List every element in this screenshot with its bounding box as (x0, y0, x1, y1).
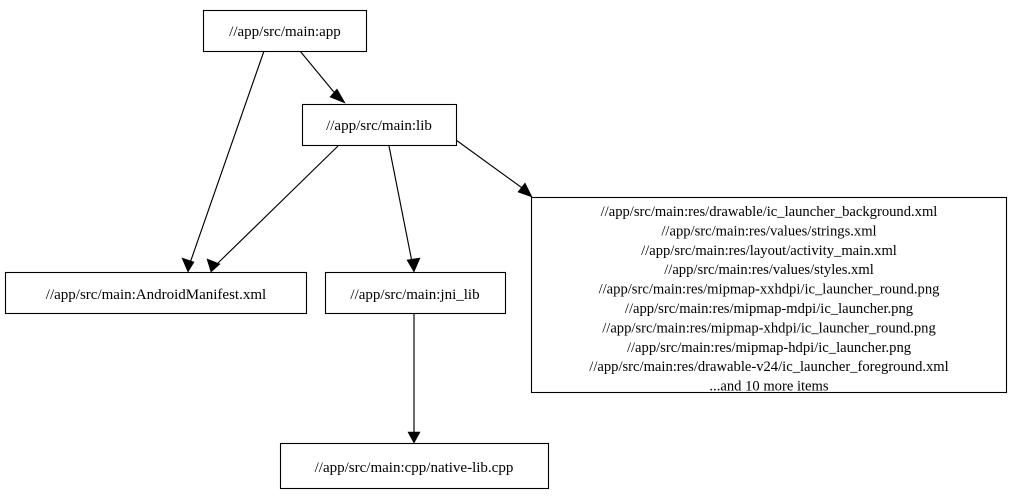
node-native-lib-cpp[interactable]: //app/src/main:cpp/native-lib.cpp (279, 442, 550, 490)
res-group-line-9: //app/src/main:res/drawable-v24/ic_launc… (589, 359, 948, 375)
res-group-line-3: //app/src/main:res/layout/activity_main.… (641, 243, 897, 259)
edge-app-to-lib (299, 50, 346, 104)
arrowhead-lib-to-res-group (517, 182, 533, 198)
edge-lib-to-res-group (455, 139, 533, 198)
edge-line-app-to-lib (299, 50, 339, 98)
edge-app-to-manifest (181, 50, 265, 273)
arrowhead-lib-to-manifest (206, 258, 221, 273)
node-jni-lib[interactable]: //app/src/main:jni_lib (324, 271, 507, 315)
node-res-group-box[interactable] (530, 196, 1008, 394)
node-group: //app/src/main:app //app/src/main:lib //… (4, 9, 1008, 490)
node-jni-lib-box[interactable] (324, 271, 507, 315)
res-group-line-6: //app/src/main:res/mipmap-mdpi/ic_launch… (625, 301, 914, 317)
node-android-manifest-box[interactable] (4, 271, 308, 315)
node-native-lib-cpp-label: //app/src/main:cpp/native-lib.cpp (315, 460, 514, 476)
res-group-line-7: //app/src/main:res/mipmap-xhdpi/ic_launc… (602, 320, 936, 336)
res-group-line-4: //app/src/main:res/values/styles.xml (664, 262, 874, 278)
node-lib-label: //app/src/main:lib (326, 118, 432, 134)
node-lib-box[interactable] (301, 103, 458, 147)
res-group-line-1: //app/src/main:res/drawable/ic_launcher_… (601, 204, 938, 220)
node-res-group[interactable]: //app/src/main:res/drawable/ic_launcher_… (530, 196, 1008, 395)
edge-lib-to-jni-lib (388, 145, 421, 273)
res-group-line-8: //app/src/main:res/mipmap-hdpi/ic_launch… (627, 340, 912, 356)
arrowhead-app-to-manifest (181, 257, 195, 273)
node-android-manifest[interactable]: //app/src/main:AndroidManifest.xml (4, 271, 308, 315)
arrowhead-jni-lib-to-native-lib (407, 431, 421, 444)
res-group-line-10-more-items: ...and 10 more items (709, 379, 828, 395)
arrowhead-lib-to-jni-lib (406, 257, 421, 273)
node-jni-lib-label: //app/src/main:jni_lib (350, 287, 479, 303)
node-app-box[interactable] (202, 9, 368, 53)
arrowhead-app-to-lib (329, 88, 346, 104)
node-app-label: //app/src/main:app (229, 24, 341, 40)
edge-group (181, 50, 533, 444)
node-native-lib-cpp-box[interactable] (279, 442, 550, 490)
node-android-manifest-label: //app/src/main:AndroidManifest.xml (46, 287, 266, 303)
res-group-line-2: //app/src/main:res/values/strings.xml (661, 223, 876, 239)
edge-line-lib-to-manifest (217, 145, 339, 264)
edge-line-lib-to-res-group (455, 139, 526, 191)
node-lib[interactable]: //app/src/main:lib (301, 103, 458, 147)
edge-jni-lib-to-native-lib (407, 314, 421, 444)
node-app[interactable]: //app/src/main:app (202, 9, 368, 53)
edge-line-lib-to-jni-lib (388, 145, 413, 263)
res-group-line-5: //app/src/main:res/mipmap-xxhdpi/ic_laun… (599, 282, 941, 298)
edge-line-app-to-manifest (189, 50, 265, 264)
edge-lib-to-manifest (206, 145, 339, 273)
